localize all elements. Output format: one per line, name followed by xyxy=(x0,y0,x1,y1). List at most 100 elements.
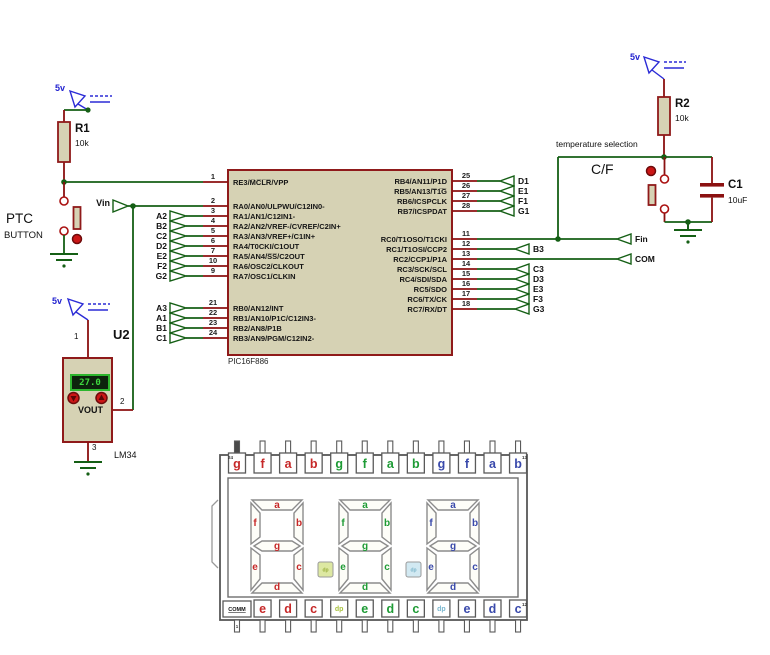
capacitor-c1[interactable] xyxy=(700,157,724,222)
resistor-r1[interactable] xyxy=(57,110,71,182)
net-tag-label: E3 xyxy=(533,284,544,294)
segment-a xyxy=(250,499,304,511)
pin-number: 24 xyxy=(209,328,218,337)
output-tag-arrow-icon xyxy=(512,303,530,315)
lm34-temp-up-button[interactable] xyxy=(95,391,108,405)
segment-letter-g: g xyxy=(362,541,368,552)
net-tag-label: C1 xyxy=(156,333,167,343)
pin-number: 11 xyxy=(462,229,470,238)
display-pin-letter: dp xyxy=(335,606,344,613)
u2-pin3-number: 3 xyxy=(92,443,97,452)
segment-a xyxy=(338,499,392,511)
display-bottom-pin-5: dp xyxy=(330,599,349,633)
display-pin-letter: f xyxy=(260,457,265,471)
pin-name: RA3/AN3/VREF+/C1IN+ xyxy=(233,232,316,241)
display-pin-letter: e xyxy=(361,602,368,616)
segment-letter-c: c xyxy=(472,562,478,573)
input-tag-arrow-icon xyxy=(169,332,189,344)
segment-d xyxy=(426,582,480,594)
pin-number: 12 xyxy=(462,239,470,248)
capacitor-plate xyxy=(700,183,724,187)
display-pin-stub xyxy=(489,619,496,633)
segment-letter-f: f xyxy=(429,518,433,529)
pin-number: 23 xyxy=(209,318,217,327)
output-tag-arrow-icon xyxy=(512,283,530,295)
pic16f886-chip-body[interactable] xyxy=(227,169,453,356)
display-pin-stub xyxy=(412,440,419,454)
net-tag-label: F3 xyxy=(533,294,543,304)
pin-name: RC6/TX/CK xyxy=(407,295,447,304)
display-pin-stub xyxy=(285,440,292,454)
pin-number: 14 xyxy=(462,259,471,268)
segment-letter-g: g xyxy=(450,541,456,552)
power-arrow-icon xyxy=(642,55,661,75)
net-tag-label: B2 xyxy=(156,221,167,231)
net-tag-label: E1 xyxy=(518,186,529,196)
display-bottom-pin-3: d xyxy=(278,599,298,633)
pin-name: RA4/T0CKI/C1OUT xyxy=(233,242,300,251)
segment-letter-b: b xyxy=(472,518,478,529)
pin-number: 7 xyxy=(211,246,215,255)
segment-g xyxy=(252,540,302,552)
display-pin-letter: c xyxy=(310,602,317,616)
power-terminal-u2[interactable] xyxy=(66,297,110,321)
arrow-down-icon xyxy=(70,396,77,402)
segment-b xyxy=(293,501,304,546)
pin-name: RB4/AN11/P1D xyxy=(394,177,447,186)
net-tag-label: C2 xyxy=(156,231,167,241)
lm34-temperature-readout: 27.0 xyxy=(70,374,110,391)
output-tag-arrow-icon xyxy=(614,233,632,245)
cf-push-button[interactable] xyxy=(645,157,670,222)
segment-letter-e: e xyxy=(340,562,346,573)
display-pin-letter: e xyxy=(463,602,470,616)
lm34-temp-down-button[interactable] xyxy=(67,391,80,405)
segment-e xyxy=(338,546,349,592)
ptc-push-button[interactable] xyxy=(59,182,83,254)
pin-name: RB0/AN12/INT xyxy=(233,304,284,313)
segment-d xyxy=(250,582,304,594)
display-pin-letter: b xyxy=(310,457,318,471)
segment-e xyxy=(426,546,437,592)
net-tag-label: COM xyxy=(635,254,655,264)
power-terminal-r2[interactable] xyxy=(642,55,686,80)
display-bottom-pin-11: d xyxy=(483,599,502,633)
u2-ref-label: U2 xyxy=(113,327,130,342)
chip-pin-layer: 1RE3/M̅C̅L̅R̅/VPP2RA0/AN0/ULPWU/C12IN0-3… xyxy=(156,171,655,344)
net-tag-label: B1 xyxy=(156,323,167,333)
chip-name-label: PIC16F886 xyxy=(228,357,269,366)
net-tag-label: D1 xyxy=(518,176,529,186)
pin-name: RB3/AN9/PGM/C12IN2- xyxy=(233,334,315,343)
vin-net-label: Vin xyxy=(96,198,110,208)
segment-e xyxy=(250,546,261,592)
display-pin-stub xyxy=(387,440,394,454)
resistor-r2[interactable] xyxy=(657,79,671,157)
display-pin-stub xyxy=(233,619,241,633)
segment-b xyxy=(381,501,392,546)
display-top-pin-8: b xyxy=(406,440,426,474)
display-pin-stub xyxy=(361,440,368,454)
net-tag-label: F1 xyxy=(518,196,528,206)
segment-letter-g: g xyxy=(274,541,280,552)
power-terminal-r1[interactable] xyxy=(68,89,112,111)
input-tag-arrow-icon xyxy=(169,260,189,272)
ptc-label: PTC xyxy=(6,211,33,226)
pin-name: RA7/OSC1/CLKIN xyxy=(233,272,296,281)
arrow-up-icon xyxy=(98,394,105,400)
display-pin-letter: d xyxy=(284,602,292,616)
net-tag-label: G2 xyxy=(156,271,168,281)
